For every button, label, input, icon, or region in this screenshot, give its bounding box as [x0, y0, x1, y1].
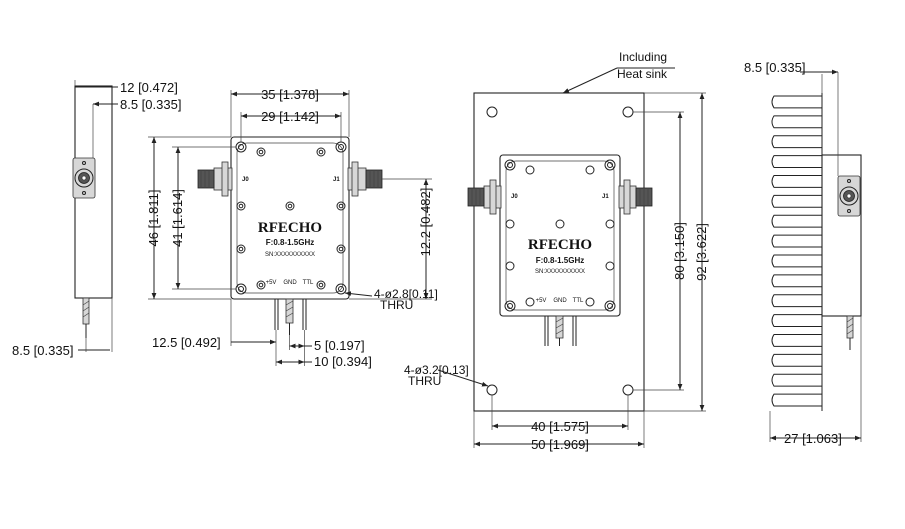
side-view: 12 [0.472] 8.5 [0.335] 8.5 [0.335]	[12, 80, 181, 358]
heatsink-fin	[771, 393, 822, 407]
heatsink-side-connector-pin-icon	[846, 193, 852, 199]
front-dim-connector-offset: 12.2 [0.482]	[418, 188, 433, 257]
front-hole-note-line1: 4-ø2.8[0.11]	[374, 287, 438, 301]
heatsink-fin	[771, 314, 822, 327]
side-connector-pin-icon	[81, 175, 87, 181]
heatsink-side-connector-outer	[839, 186, 859, 206]
heatsink-fin	[771, 135, 822, 149]
port-label-j0: J0	[242, 177, 249, 183]
heatsink-brand-label: RFECHO	[528, 237, 592, 253]
front-hole-note-line2: THRU	[380, 298, 413, 312]
heatsink-fin	[771, 214, 822, 228]
front-dim-height: 46 [1.811]	[146, 190, 161, 247]
heatsink-fin	[771, 274, 822, 288]
heatsink-fin	[771, 254, 822, 268]
front-dim-pin-pitch: 5 [0.197]	[314, 338, 365, 353]
sma-connector-left-icon	[197, 161, 233, 197]
heatsink-dim-hole-spacing-y: 80 [3.150]	[672, 222, 687, 280]
heatsink-fin	[771, 95, 822, 109]
heatsink-side-dim-total-depth: 27 [1.063]	[784, 431, 842, 446]
heatsink-side-view: 8.5 [0.335] 27 [1.063]	[744, 60, 862, 446]
heatsink-hole-note-line2: THRU	[408, 374, 441, 388]
heatsink-fin	[771, 115, 822, 129]
module-lid	[236, 142, 344, 294]
heatsink-fin	[771, 155, 822, 168]
heatsink-fin	[771, 175, 822, 188]
heatsink-fin	[771, 334, 822, 347]
port-label-j1: J1	[333, 177, 340, 183]
heatsink-fin	[771, 353, 822, 367]
heatsink-port-j0: J0	[511, 194, 518, 200]
front-view: J0 J1 RFECHO F:0.8-1.5GHz SN:XXXXXXXXXX …	[146, 87, 438, 369]
heatsink-frequency-label: F:0.8-1.5GHz	[536, 256, 584, 265]
heatsink-port-j1: J1	[602, 194, 609, 200]
front-dim-pin-offset: 12.5 [0.492]	[152, 335, 221, 350]
heatsink-fin	[771, 194, 822, 208]
lid-screws	[236, 147, 346, 290]
heatsink-view: J0 J1 RFECHO F:0.8-1.5GHz SN:XXXXXXXXXX …	[404, 50, 709, 452]
heatsink-dim-height: 92 [3.622]	[694, 223, 709, 281]
brand-label: RFECHO	[258, 220, 322, 236]
heatsink-side-dim-connector-depth: 8.5 [0.335]	[744, 60, 805, 75]
heatsink-pin-ttl: TTL	[573, 298, 584, 304]
heatsink-serial-label: SN:XXXXXXXXXX	[535, 269, 585, 275]
module-pins	[274, 298, 307, 335]
heatsink-module-body	[499, 154, 621, 317]
heatsink-module-screws	[504, 159, 616, 312]
heatsink-note-line2: Heat sink	[617, 67, 668, 81]
side-dim-total-depth: 12 [0.472]	[120, 80, 178, 95]
pin-label-gnd: GND	[283, 280, 297, 286]
serial-label: SN:XXXXXXXXXX	[265, 252, 315, 258]
heatsink-fin	[771, 373, 822, 387]
heatsink-module-pins	[544, 315, 577, 346]
pin-label-ttl: TTL	[303, 280, 314, 286]
heatsink-fin	[771, 234, 822, 248]
heatsink-fins	[771, 95, 822, 407]
front-dim-pin-span: 10 [0.394]	[314, 354, 372, 369]
heatsink-pin-5v: +5V	[536, 298, 547, 304]
heatsink-sma-left-icon	[467, 179, 502, 215]
front-dim-hole-spacing-x: 29 [1.142]	[261, 109, 319, 124]
side-dim-connector-depth: 8.5 [0.335]	[120, 97, 181, 112]
heatsink-note-line1: Including	[619, 50, 667, 64]
heatsink-hole-note-line1: 4-ø3.2[0.13]	[404, 363, 469, 377]
heatsink-dim-hole-spacing-x: 40 [1.575]	[531, 419, 589, 434]
sma-connector-right-icon	[347, 161, 383, 197]
heatsink-fin	[771, 294, 822, 308]
front-dim-hole-spacing-y: 41 [1.614]	[170, 189, 185, 247]
pin-label-5v: +5V	[266, 280, 277, 286]
side-dim-bottom-pin: 8.5 [0.335]	[12, 343, 73, 358]
heatsink-dim-width: 50 [1.969]	[531, 437, 589, 452]
side-connector-outer	[74, 168, 94, 188]
front-dim-width: 35 [1.378]	[261, 87, 319, 102]
heatsink-sma-right-icon	[618, 179, 653, 215]
frequency-label: F:0.8-1.5GHz	[266, 238, 314, 247]
module-body	[230, 136, 350, 300]
heatsink-pin-gnd: GND	[553, 298, 567, 304]
